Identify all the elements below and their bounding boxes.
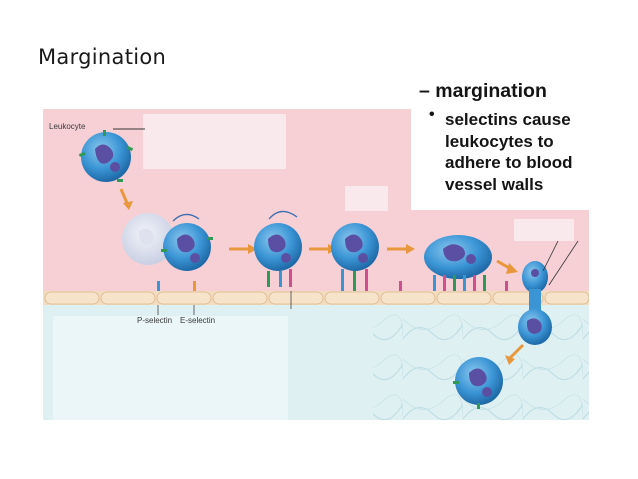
e-selectin-label: E-selectin (180, 316, 216, 325)
leukocyte-cell-icon (254, 223, 302, 287)
callout-heading: – margination (419, 80, 547, 102)
flow-arrow-icon (505, 355, 515, 365)
label-box-4 (514, 219, 574, 241)
leukocyte-cell-icon (122, 213, 213, 271)
leukocyte-cell-icon (453, 357, 503, 409)
p-selectin-label: P-selectin (137, 316, 173, 325)
leukocyte-cell-icon (518, 261, 552, 345)
flow-arrow-icon (123, 201, 133, 210)
selectin-receptor-icon (399, 281, 402, 291)
selectin-receptor-icon (157, 281, 160, 291)
leukocyte-cell-icon (78, 130, 134, 182)
callout-box: – margination • selectins cause leukocyt… (411, 80, 601, 210)
leukocyte-label: Leukocyte (49, 122, 86, 131)
leukocyte-cell-icon (331, 223, 379, 291)
flow-arrow-icon (119, 188, 129, 204)
flow-arrow-icon (506, 263, 518, 274)
flow-arrow-icon (248, 244, 257, 254)
rotation-arc (172, 213, 200, 222)
selectin-receptor-icon (505, 281, 508, 291)
callout-text: selectins cause leukocytes to adhere to … (445, 110, 573, 194)
flow-arrow-icon (406, 244, 415, 254)
endothelium (43, 291, 589, 305)
label-box-1 (143, 114, 286, 169)
bullet-icon: • (429, 106, 435, 123)
rotation-arc (268, 210, 298, 220)
pointer-line (542, 240, 559, 272)
label-box-3 (345, 186, 388, 211)
leukocyte-cell-icon (424, 235, 492, 291)
label-box-2 (53, 316, 288, 420)
flow-arrow-icon (507, 343, 525, 361)
pointer-line (548, 240, 579, 286)
selectin-receptor-icon (193, 281, 196, 291)
slide-title: Margination (38, 45, 167, 69)
